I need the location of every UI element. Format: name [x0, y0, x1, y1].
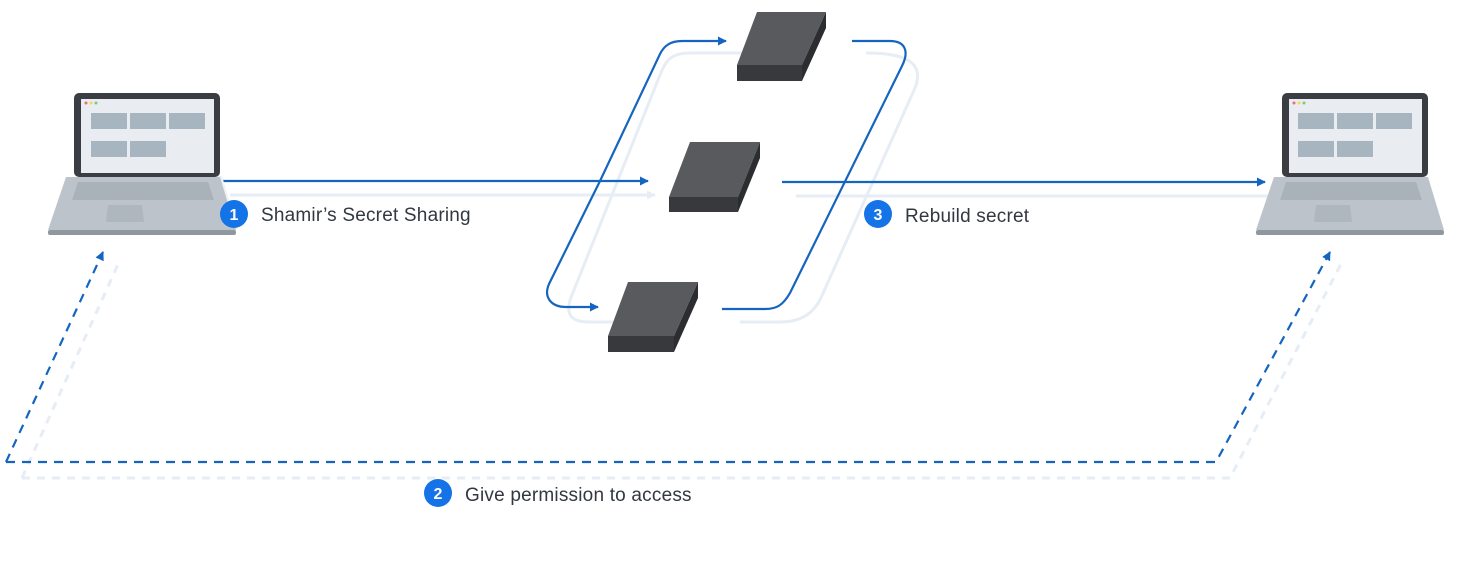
permission-arrow-right	[6, 251, 1331, 464]
share-node-2	[669, 142, 760, 212]
step-2: 2 Give permission to access	[424, 479, 692, 507]
step-badge	[424, 479, 452, 507]
laptop-icon	[48, 93, 238, 235]
source-laptop	[48, 93, 238, 235]
permission-arrow-left	[5, 251, 104, 463]
step-number: 1	[230, 207, 239, 224]
storage-node-icon	[608, 282, 698, 352]
step-badge	[220, 200, 248, 228]
storage-node-icon	[737, 12, 826, 81]
laptop-icon	[1256, 93, 1444, 235]
step-label: Shamir’s Secret Sharing	[261, 205, 471, 226]
connectors	[5, 36, 1331, 464]
step-3: 3 Rebuild secret	[864, 200, 1030, 228]
storage-node-icon	[669, 142, 760, 212]
step-number: 2	[434, 486, 443, 503]
share-node-3	[608, 282, 698, 352]
step-label: Give permission to access	[465, 485, 692, 506]
step-label: Rebuild secret	[905, 206, 1030, 227]
split-arrow-bottom	[546, 180, 601, 312]
merge-arrow-top	[722, 39, 907, 311]
share-node-1	[737, 12, 826, 81]
step-badge	[864, 200, 892, 228]
step-number: 3	[874, 207, 883, 224]
split-arrow-top	[599, 36, 727, 182]
step-1: 1 Shamir’s Secret Sharing	[220, 200, 471, 228]
destination-laptop	[1256, 93, 1444, 235]
connector-shadows	[20, 51, 1344, 480]
